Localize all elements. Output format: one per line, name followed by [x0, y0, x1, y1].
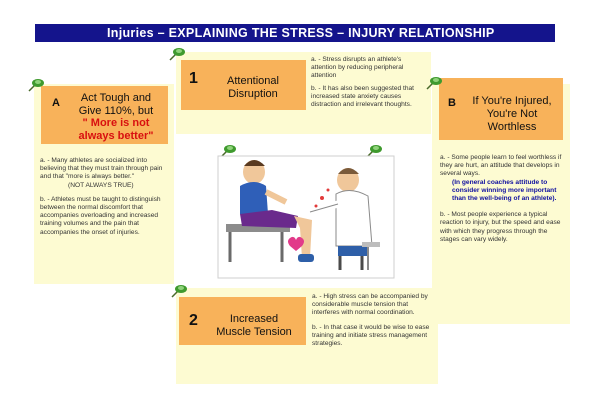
- box1-label: Attentional Disruption: [208, 75, 298, 101]
- boxB-label-box: [439, 78, 563, 140]
- boxA-note-a: a. - Many athletes are socialized into b…: [40, 157, 163, 181]
- boxB-line2: You're Not: [486, 108, 538, 120]
- pin-icon: [366, 145, 382, 158]
- box2-label-line1: Increased: [229, 313, 279, 325]
- box1-note-b: b. - It has also been suggested that inc…: [311, 84, 415, 109]
- boxB-line3: Worthless: [487, 121, 537, 133]
- boxA-label-box: [41, 86, 168, 144]
- pin-icon: [171, 285, 187, 298]
- page-title: Injuries – EXPLAINING THE STRESS – INJUR…: [35, 24, 555, 42]
- boxA-line2: Give 110%, but: [78, 104, 154, 117]
- box2-note-a: a. - High stress can be accompanied by c…: [312, 293, 428, 317]
- pin-icon: [169, 48, 185, 61]
- box1-label-line2: Disruption: [228, 88, 278, 100]
- box2-number: 2: [189, 312, 198, 329]
- pin-icon: [426, 77, 442, 90]
- box2-notes: a. - High stress can be accompanied by c…: [312, 293, 434, 352]
- pin-icon: [28, 79, 44, 92]
- box2-label-box: [179, 297, 306, 345]
- boxB-note-a: a. - Some people learn to feel worthless…: [440, 154, 562, 178]
- boxB-note-a-blue: (In general coaches attitude to consider…: [452, 178, 557, 203]
- boxB-label: If You're Injured, You're Not Worthless: [460, 95, 564, 134]
- boxA-label: Act Tough and Give 110%, but " More is n…: [66, 92, 166, 142]
- boxA-line1: Act Tough and: [80, 92, 152, 104]
- boxB-line1: If You're Injured,: [472, 95, 552, 107]
- box1-number: 1: [189, 70, 198, 87]
- boxA-note-a-remark: (NOT ALWAYS TRUE): [68, 181, 134, 189]
- boxA-notes: a. - Many athletes are socialized into b…: [40, 157, 168, 241]
- boxA-quote-line1: " More is not: [82, 117, 150, 129]
- box1-label-box: [181, 60, 306, 110]
- box1-label-line1: Attentional: [227, 75, 279, 87]
- box2-label: Increased Muscle Tension: [206, 313, 302, 339]
- boxB-notes: a. - Some people learn to feel worthless…: [440, 154, 566, 248]
- injury-illustration: [217, 155, 395, 279]
- boxB-letter: B: [448, 97, 456, 109]
- boxA-quote-line2: always better": [78, 129, 154, 142]
- boxB-note-b: b. - Most people experience a typical re…: [440, 211, 561, 243]
- box2-note-b: b. - In that case it would be wise to ea…: [312, 323, 430, 348]
- boxA-letter: A: [52, 97, 60, 109]
- boxA-note-b: b. - Athletes must be taught to distingu…: [40, 195, 161, 236]
- box1-notes: a. - Stress disrupts an athlete's attent…: [311, 56, 427, 113]
- box1-note-a: a. - Stress disrupts an athlete's attent…: [311, 56, 404, 80]
- box2-label-line2: Muscle Tension: [216, 326, 292, 338]
